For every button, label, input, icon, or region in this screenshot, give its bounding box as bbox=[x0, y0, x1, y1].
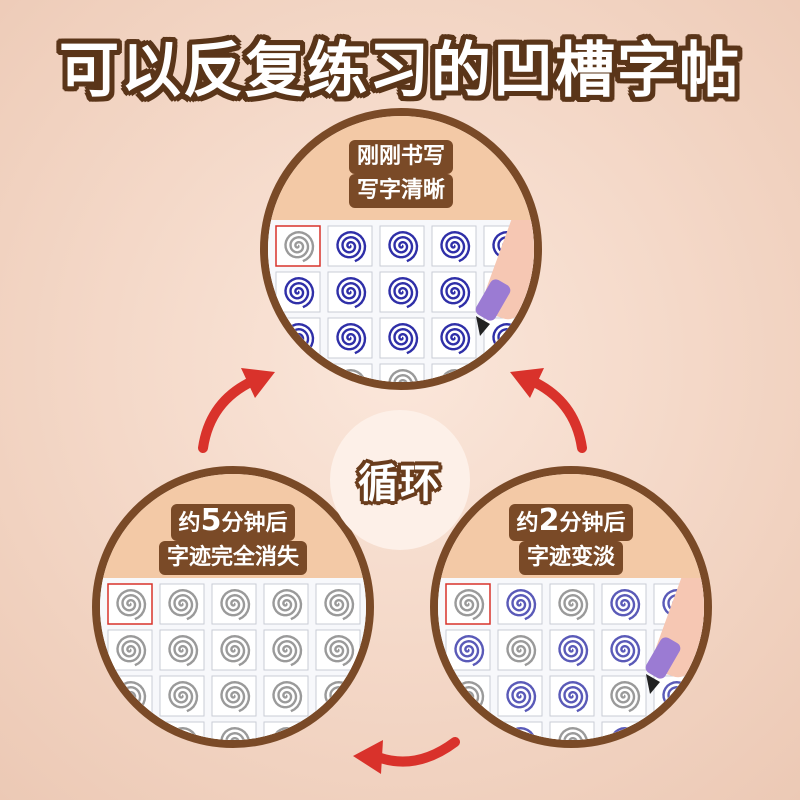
spiral-icon bbox=[662, 726, 692, 740]
spiral-icon bbox=[388, 368, 418, 382]
spiral-icon bbox=[388, 322, 419, 355]
stage-vanished-circle: 约5分钟后 字迹完全消失 bbox=[92, 466, 374, 748]
spiral-icon bbox=[336, 322, 367, 355]
spiral-icon bbox=[558, 588, 589, 621]
practice-sheet bbox=[438, 578, 704, 740]
spiral-icon bbox=[168, 634, 199, 667]
spiral-icon bbox=[610, 726, 640, 740]
grid-cell bbox=[431, 363, 477, 382]
spiral-icon bbox=[440, 322, 471, 355]
spiral-icon bbox=[454, 726, 484, 740]
spiral-icon bbox=[284, 368, 314, 382]
stage-vanished-line2: 字迹完全消失 bbox=[158, 541, 307, 575]
spiral-icon bbox=[168, 588, 199, 621]
arrow-icon bbox=[198, 368, 275, 453]
cycle-label: 循环 bbox=[358, 461, 442, 507]
spiral-icon bbox=[220, 726, 250, 740]
grid-cell bbox=[601, 721, 647, 740]
stage-vanished-label: 约5分钟后 字迹完全消失 bbox=[100, 504, 366, 575]
stage-fresh-label: 刚刚书写 写字清晰 bbox=[268, 140, 534, 208]
spiral-icon bbox=[272, 588, 303, 621]
practice-sheet bbox=[100, 578, 366, 740]
spiral-icon bbox=[220, 588, 251, 621]
spiral-icon bbox=[284, 322, 315, 355]
spiral-icon bbox=[272, 726, 302, 740]
spiral-icon bbox=[272, 634, 303, 667]
spiral-icon bbox=[284, 230, 315, 263]
spiral-icon bbox=[284, 276, 315, 309]
spiral-icon bbox=[610, 680, 641, 713]
spiral-icon bbox=[440, 276, 471, 309]
spiral-icon bbox=[440, 368, 470, 382]
spiral-icon bbox=[336, 276, 367, 309]
spiral-icon bbox=[324, 726, 354, 740]
spiral-icon bbox=[388, 230, 419, 263]
spiral-icon bbox=[454, 680, 485, 713]
spiral-icon bbox=[610, 634, 641, 667]
spiral-icon bbox=[324, 634, 355, 667]
arrow-icon bbox=[353, 737, 460, 774]
spiral-icon bbox=[558, 680, 589, 713]
stage-vanished-line1: 约5分钟后 bbox=[170, 504, 296, 541]
grid-cell bbox=[107, 721, 153, 740]
spiral-icon bbox=[454, 634, 485, 667]
spiral-icon bbox=[324, 588, 355, 621]
spiral-icon bbox=[220, 680, 251, 713]
spiral-icon bbox=[610, 588, 641, 621]
stage-fresh-line2: 写字清晰 bbox=[348, 174, 453, 208]
spiral-icon bbox=[492, 322, 523, 355]
spiral-icon bbox=[506, 588, 537, 621]
stage-faded-label: 约2分钟后 字迹变淡 bbox=[438, 504, 704, 575]
spiral-icon bbox=[116, 726, 146, 740]
grid-cell bbox=[327, 363, 373, 382]
spiral-icon bbox=[336, 230, 367, 263]
grid-cell bbox=[549, 721, 595, 740]
spiral-icon bbox=[388, 276, 419, 309]
spiral-icon bbox=[440, 230, 471, 263]
grid-cell bbox=[497, 721, 543, 740]
spiral-icon bbox=[558, 726, 588, 740]
arrow-icon bbox=[510, 368, 587, 453]
spiral-icon bbox=[116, 588, 147, 621]
pen-icon bbox=[645, 578, 704, 694]
spiral-icon bbox=[116, 634, 147, 667]
grid-cell bbox=[263, 721, 309, 740]
spiral-icon bbox=[506, 634, 537, 667]
stage-faded-line1: 约2分钟后 bbox=[508, 504, 634, 541]
pen-icon bbox=[475, 220, 534, 336]
spiral-icon bbox=[662, 680, 693, 713]
spiral-icon bbox=[168, 726, 198, 740]
stage-faded-line2: 字迹变淡 bbox=[518, 541, 623, 575]
spiral-icon bbox=[492, 368, 522, 382]
stage-faded-circle: 约2分钟后 字迹变淡 bbox=[430, 466, 712, 748]
page-title: 可以反复练习的凹槽字帖 bbox=[59, 36, 741, 106]
spiral-icon bbox=[506, 680, 537, 713]
grid-cell bbox=[159, 721, 205, 740]
spiral-icon bbox=[336, 368, 366, 382]
spiral-icon bbox=[558, 634, 589, 667]
spiral-icon bbox=[506, 726, 536, 740]
spiral-icon bbox=[220, 634, 251, 667]
cycle-badge: 循环 bbox=[330, 410, 470, 550]
spiral-icon bbox=[272, 680, 303, 713]
spiral-icon bbox=[324, 680, 355, 713]
stage-fresh-line1: 刚刚书写 bbox=[348, 140, 453, 174]
spiral-icon bbox=[116, 680, 147, 713]
grid-cell bbox=[211, 721, 257, 740]
spiral-icon bbox=[454, 588, 485, 621]
practice-sheet bbox=[268, 220, 534, 382]
stage-fresh-circle: 刚刚书写 写字清晰 bbox=[260, 108, 542, 390]
grid-cell bbox=[379, 363, 425, 382]
grid-cell bbox=[653, 721, 699, 740]
spiral-icon bbox=[168, 680, 199, 713]
